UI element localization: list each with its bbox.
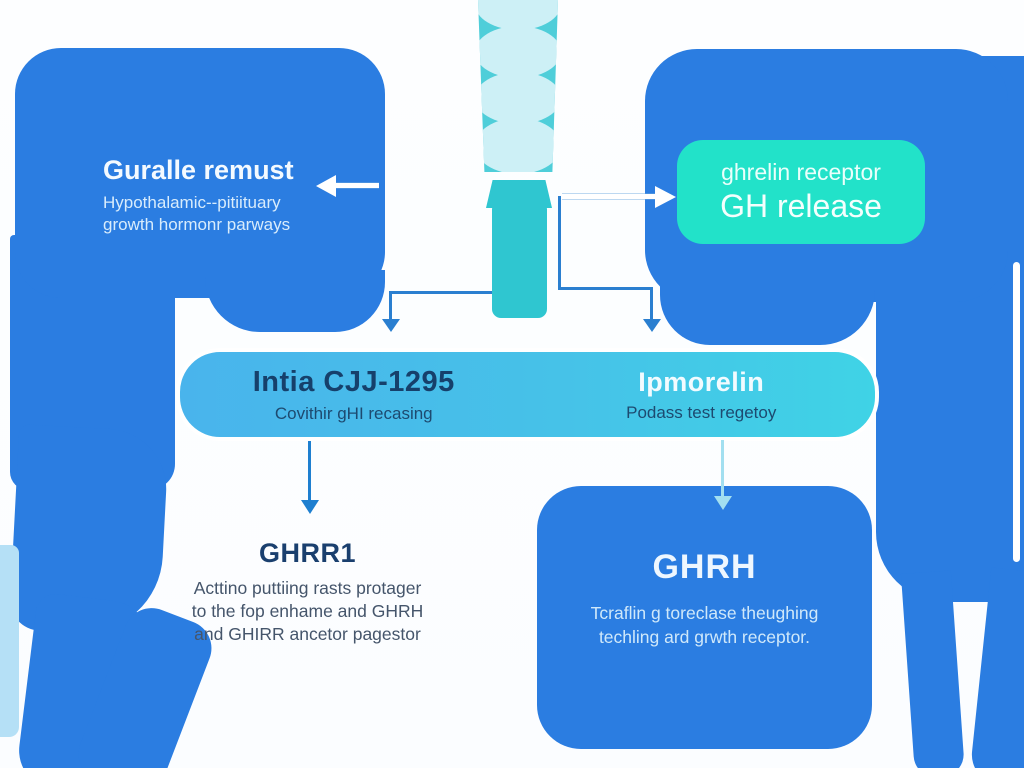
hypothalamus-text-block: Guralle remust Hypothalamic--pitiituary … (103, 155, 353, 236)
syringe-segment (478, 26, 558, 78)
syringe-barrel (492, 206, 547, 318)
hypothalamus-subtitle-line: Hypothalamic--pitiituary (103, 193, 281, 212)
arrow-down-icon (643, 319, 661, 332)
white-arrow-left-shaft (334, 183, 379, 188)
ipamorelin-title: Ipmorelin (638, 366, 765, 397)
syringe-cone (478, 0, 558, 172)
down-arrow-shaft-cyan (721, 440, 724, 498)
syringe-segment (478, 118, 558, 172)
ghrh-description-line: Tcraflin g toreclase theughing (590, 603, 819, 623)
ghrr1-description-line: Acttino puttiing rasts protager (193, 578, 422, 598)
ghrr1-text-block: GHRR1 Acttino puttiing rasts protager to… (170, 538, 445, 646)
ghrr1-description-line: and GHIRR ancetor pagestor (194, 624, 421, 644)
hypothalamus-box-bulge (205, 270, 385, 332)
arrow-right-icon (655, 186, 676, 208)
gh-release-label: GH release (720, 188, 882, 224)
ghrr1-description-line: to the fop enhame and GHRH (191, 601, 424, 621)
hypothalamus-subtitle: Hypothalamic--pitiituary growth hormonr … (103, 192, 353, 236)
cjc1295-title: Intia CJJ-1295 (252, 365, 455, 398)
connector-left-horizontal (390, 291, 516, 294)
ipamorelin-subtitle: Podass test regetoy (626, 402, 777, 422)
ghrelin-outer-box-bulge (660, 275, 875, 345)
right-edge-white-stripe (1013, 262, 1020, 562)
hypothalamus-title: Guralle remust (103, 155, 294, 185)
connector-right-vertical-lower (650, 287, 653, 321)
ghrh-box: GHRH Tcraflin g toreclase theughing tech… (537, 486, 872, 749)
pale-blue-sliver (0, 545, 19, 737)
arrow-down-icon (382, 319, 400, 332)
syringe-segment (478, 72, 558, 124)
syringe-cap (486, 180, 552, 208)
arrow-left-icon (316, 175, 336, 197)
white-arrow-right-shaft (562, 194, 656, 199)
ghrh-title: GHRH (652, 548, 757, 586)
ghrh-description-line: techling ard grwth receptor. (598, 627, 811, 647)
banner-right-section: Ipmorelin Podass test regetoy (528, 352, 876, 437)
ghrr1-description: Acttino puttiing rasts protager to the f… (170, 577, 445, 646)
banner-left-section: Intia CJJ-1295 Covithir gHI recasing (180, 352, 528, 437)
arrow-down-icon (301, 500, 319, 514)
ghrr1-title: GHRR1 (258, 538, 356, 568)
connector-left-vertical (389, 291, 392, 321)
down-arrow-shaft (308, 440, 311, 502)
ghrelin-receptor-label: ghrelin receptor (721, 159, 881, 185)
cjc1295-subtitle: Covithir gHI recasing (274, 403, 433, 423)
hypothalamus-box (15, 48, 385, 298)
peptide-banner: Intia CJJ-1295 Covithir gHI recasing Ipm… (176, 348, 879, 441)
ghrh-description: Tcraflin g toreclase theughing techling … (591, 601, 819, 649)
hypothalamus-subtitle-line: growth hormonr parways (103, 215, 291, 234)
connector-right-vertical-upper (558, 196, 561, 290)
arrow-down-icon (714, 496, 732, 510)
gh-release-box: ghrelin receptor GH release (677, 140, 925, 244)
connector-right-horizontal (558, 287, 653, 290)
